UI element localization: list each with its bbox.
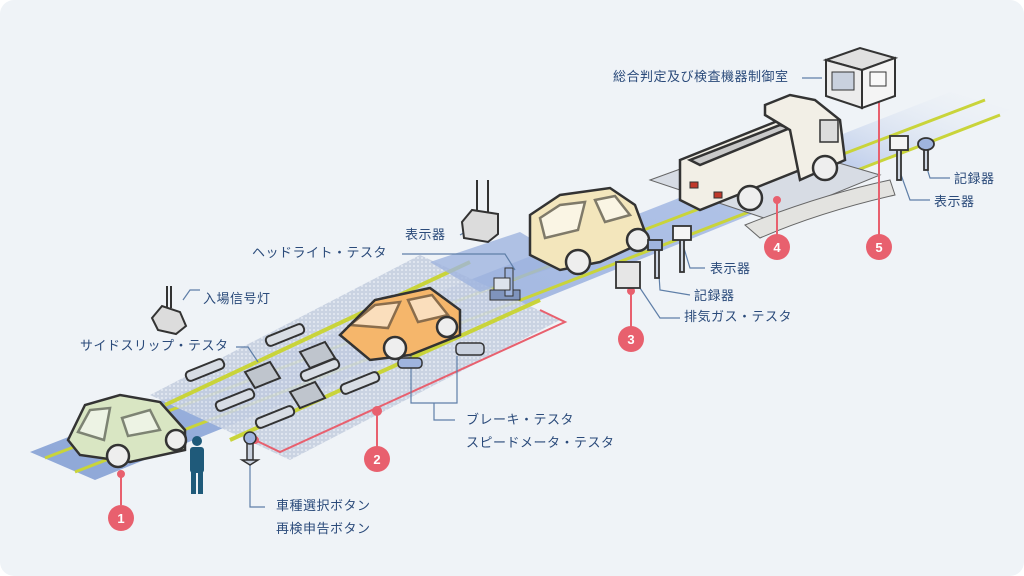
top-display-box (460, 180, 499, 244)
entry-signal-lamp (150, 286, 188, 336)
step-badge-5: 5 (866, 234, 892, 260)
label-control-room: 総合判定及び検査機器制御室 (613, 70, 789, 85)
step-leaders (117, 85, 883, 505)
label-headlight-tester: ヘッドライト・テスタ (252, 246, 388, 261)
exhaust-tester-equipment (615, 225, 692, 289)
step-badge-4: 4 (764, 234, 790, 260)
inspector-person (190, 436, 204, 494)
button-post (239, 431, 261, 466)
label-display-mid: 表示器 (710, 262, 751, 277)
side-slip-plates (184, 323, 381, 429)
label-exhaust-tester: 排気ガス・テスタ (684, 310, 793, 325)
label-vehicle-type-button: 車種選択ボタン (276, 499, 371, 514)
display-recorder-posts (889, 135, 935, 181)
green-car (66, 393, 188, 469)
step-badge-3: 3 (618, 326, 644, 352)
step-badge-1: 1 (108, 505, 134, 531)
label-side-slip-tester: サイドスリップ・テスタ (80, 339, 229, 354)
control-room-booth (822, 46, 899, 110)
label-brake-tester: ブレーキ・テスタ (466, 413, 575, 428)
label-recorder-right: 記録器 (954, 172, 995, 187)
step-badge-2: 2 (364, 446, 390, 472)
truck (678, 93, 847, 212)
label-reinspection-button: 再検申告ボタン (276, 522, 371, 537)
label-speedometer-tester: スピードメータ・テスタ (466, 436, 615, 451)
label-display-right: 表示器 (934, 195, 975, 210)
label-entry-signal: 入場信号灯 (203, 292, 271, 307)
label-recorder-mid: 記録器 (694, 289, 735, 304)
label-display-top: 表示器 (405, 228, 446, 243)
orange-car (338, 286, 485, 369)
